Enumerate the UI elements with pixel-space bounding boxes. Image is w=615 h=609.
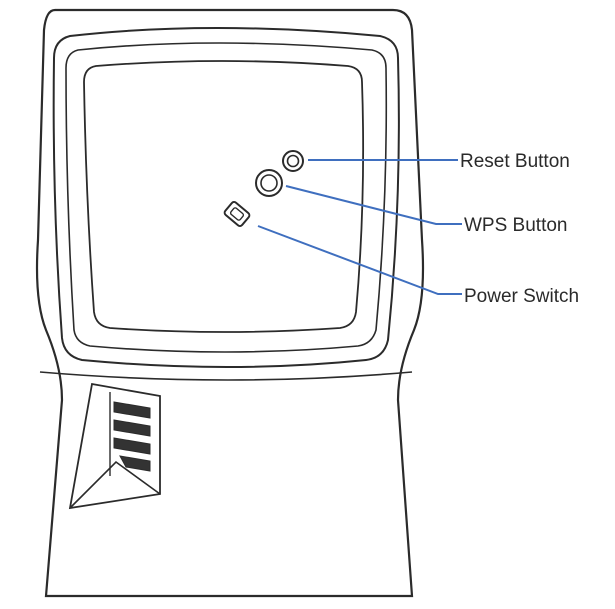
power-leader-line [257,225,462,295]
power-switch-graphic [223,201,251,227]
reset-button-label: Reset Button [460,151,570,172]
wps-button-label: WPS Button [464,215,568,236]
wps-button-graphic [255,169,283,197]
vent-recess [68,382,161,510]
top-face-bezel-middle [65,42,388,353]
top-face-bezel-outer [52,27,400,368]
lower-body-edge [39,371,413,381]
reset-button-graphic [282,150,304,172]
wps-leader-line [285,185,462,225]
power-switch-label: Power Switch [464,286,580,307]
top-face-panel [83,60,365,333]
